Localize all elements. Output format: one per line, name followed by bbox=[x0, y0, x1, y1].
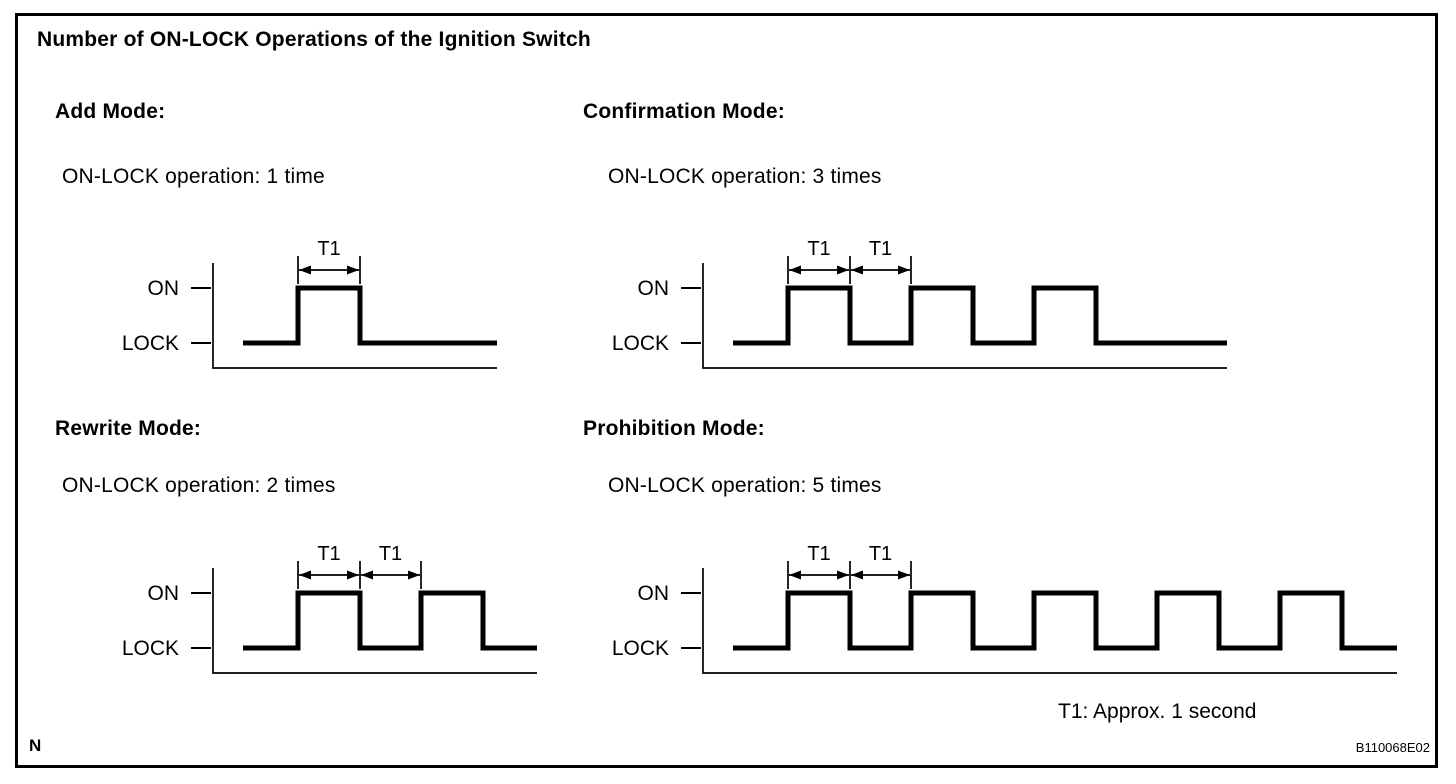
mode-operation-rewrite: ON-LOCK operation: 2 times bbox=[62, 474, 336, 497]
on-level-label: ON bbox=[638, 277, 670, 300]
t1-arrowhead-left bbox=[361, 570, 373, 580]
axis bbox=[212, 263, 497, 369]
t1-arrowhead-right bbox=[898, 265, 910, 275]
lock-level-label: LOCK bbox=[122, 637, 179, 660]
t1-arrowhead-left bbox=[789, 570, 801, 580]
t1-footnote: T1: Approx. 1 second bbox=[1058, 700, 1257, 723]
t1-label: T1 bbox=[869, 543, 892, 565]
mode-title-add: Add Mode: bbox=[55, 100, 166, 123]
figure-code: B110068E02 bbox=[1355, 740, 1430, 755]
waveform-line bbox=[243, 590, 537, 651]
figure-title: Number of ON-LOCK Operations of the Igni… bbox=[37, 28, 591, 51]
t1-arrowhead-right bbox=[347, 570, 359, 580]
mode-title-rewrite: Rewrite Mode: bbox=[55, 417, 202, 440]
lock-level-label: LOCK bbox=[122, 332, 179, 355]
t1-arrowhead-right bbox=[408, 570, 420, 580]
t1-label: T1 bbox=[317, 238, 340, 260]
lock-level-label: LOCK bbox=[612, 637, 669, 660]
mode-title-prohibition: Prohibition Mode: bbox=[583, 417, 765, 440]
t1-arrowhead-right bbox=[837, 570, 849, 580]
t1-arrowhead-right bbox=[898, 570, 910, 580]
t1-arrowhead-right bbox=[837, 265, 849, 275]
axis bbox=[702, 263, 1227, 369]
lock-level-label: LOCK bbox=[612, 332, 669, 355]
waveform-line bbox=[733, 285, 1227, 346]
on-level-label: ON bbox=[638, 582, 670, 605]
t1-arrowhead-left bbox=[789, 265, 801, 275]
t1-label: T1 bbox=[317, 543, 340, 565]
mode-title-confirmation: Confirmation Mode: bbox=[583, 100, 785, 123]
on-level-label: ON bbox=[148, 277, 180, 300]
waveform-add: ON LOCK T1 bbox=[122, 238, 497, 369]
corner-label: N bbox=[29, 736, 42, 755]
t1-arrowhead-left bbox=[299, 265, 311, 275]
t1-label: T1 bbox=[807, 543, 830, 565]
waveform-prohibition: ON LOCK T1 T1 bbox=[612, 543, 1397, 674]
mode-operation-add: ON-LOCK operation: 1 time bbox=[62, 165, 325, 188]
waveform-line bbox=[243, 285, 497, 346]
t1-label: T1 bbox=[379, 543, 402, 565]
waveform-rewrite: ON LOCK T1 T1 bbox=[122, 543, 537, 674]
t1-arrowhead-left bbox=[851, 265, 863, 275]
t1-arrowhead-right bbox=[347, 265, 359, 275]
mode-operation-confirmation: ON-LOCK operation: 3 times bbox=[608, 165, 882, 188]
t1-label: T1 bbox=[807, 238, 830, 260]
t1-arrowhead-left bbox=[299, 570, 311, 580]
axis bbox=[212, 568, 537, 674]
on-level-label: ON bbox=[148, 582, 180, 605]
mode-operation-prohibition: ON-LOCK operation: 5 times bbox=[608, 474, 882, 497]
waveform-confirmation: ON LOCK T1 T1 bbox=[612, 238, 1227, 369]
figure-border bbox=[15, 13, 1438, 768]
axis bbox=[702, 568, 1397, 674]
waveform-line bbox=[733, 590, 1397, 651]
t1-arrowhead-left bbox=[851, 570, 863, 580]
t1-label: T1 bbox=[869, 238, 892, 260]
